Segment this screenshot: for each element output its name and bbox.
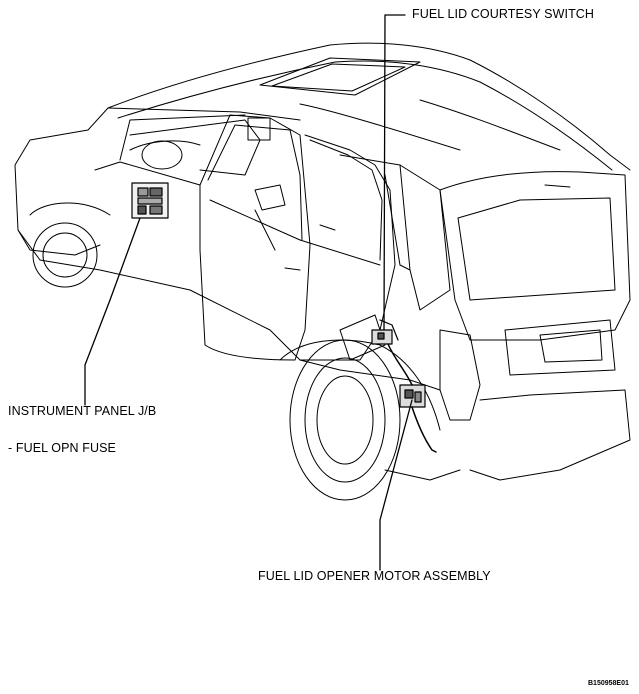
fuel-lid <box>339 314 386 361</box>
steering-wheel <box>141 140 183 170</box>
roof-inner-line <box>117 60 613 171</box>
rear-bumper <box>469 389 631 481</box>
label-fuel-opn-fuse: - FUEL OPN FUSE <box>8 441 116 455</box>
rear-door <box>299 134 396 361</box>
front-wheel <box>32 222 98 288</box>
windshield-frame <box>14 107 109 261</box>
roof-outline <box>107 42 631 171</box>
rear-wheel <box>289 339 401 501</box>
courtesy-switch-icon <box>371 319 399 345</box>
front-door <box>199 114 311 361</box>
label-fuel-lid-courtesy-switch: FUEL LID COURTESY SWITCH <box>412 7 595 21</box>
leader-opener-motor <box>379 399 413 571</box>
label-instrument-panel-jb: INSTRUMENT PANEL J/B <box>8 404 157 418</box>
center-display <box>247 117 271 141</box>
rear-hatch <box>439 171 631 341</box>
opener-motor-icon <box>399 384 426 408</box>
dashboard <box>129 119 261 176</box>
sunroof <box>259 57 421 96</box>
junction-block-icon <box>131 182 169 219</box>
leader-courtesy-switch <box>383 14 406 331</box>
opener-cable <box>387 343 413 386</box>
figure-code: B150958E01 <box>588 680 629 687</box>
label-fuel-lid-opener-motor: FUEL LID OPENER MOTOR ASSEMBLY <box>258 569 491 583</box>
tail-light <box>439 329 481 421</box>
body-lower <box>39 259 441 391</box>
leader-junction-block <box>84 217 141 406</box>
rear-quarter-window <box>339 154 411 271</box>
